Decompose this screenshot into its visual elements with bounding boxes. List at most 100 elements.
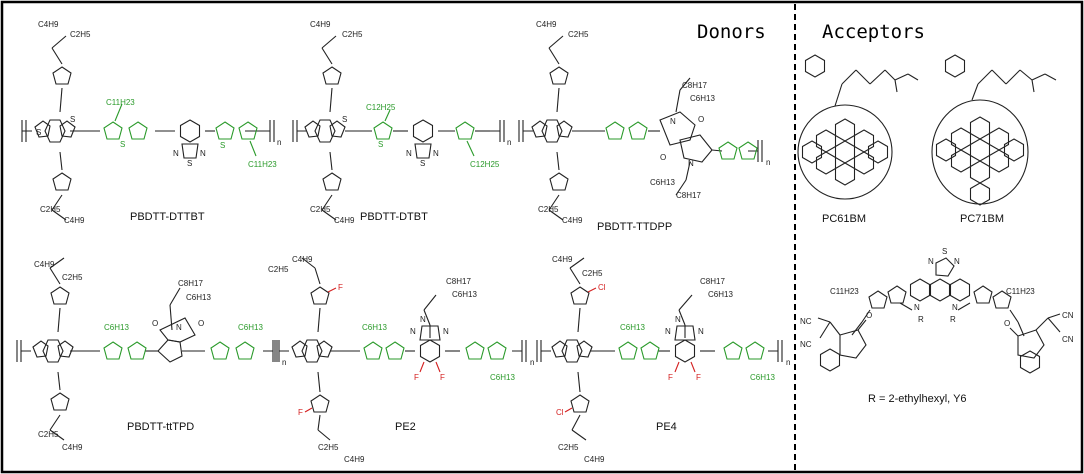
svg-text:C2H5: C2H5	[268, 265, 289, 274]
svg-text:C4H9: C4H9	[64, 216, 85, 225]
svg-text:n: n	[766, 158, 770, 167]
svg-text:n: n	[282, 358, 286, 367]
svg-text:N: N	[688, 159, 694, 168]
svg-text:C4H9: C4H9	[310, 20, 331, 29]
svg-text:F: F	[414, 373, 419, 382]
svg-text:C2H5: C2H5	[40, 205, 61, 214]
svg-text:C6H13: C6H13	[490, 373, 515, 382]
svg-text:N: N	[914, 303, 920, 312]
svg-text:C8H17: C8H17	[178, 279, 203, 288]
svg-text:C6H13: C6H13	[650, 178, 675, 187]
svg-text:C6H13: C6H13	[186, 293, 211, 302]
svg-text:C2H5: C2H5	[568, 30, 589, 39]
svg-text:C11H23: C11H23	[830, 287, 859, 296]
svg-text:C11H23: C11H23	[1006, 287, 1035, 296]
svg-text:O: O	[660, 153, 666, 162]
svg-text:C2H5: C2H5	[70, 30, 91, 39]
svg-text:C6H13: C6H13	[620, 323, 645, 332]
svg-text:C2H5: C2H5	[310, 205, 331, 214]
svg-text:C4H9: C4H9	[62, 443, 83, 452]
donor-pbdtt-tttpd: C4H9 C2H5 C8H17 C6H13 C6H13 C6H13 C2H5 C…	[16, 257, 286, 452]
acceptor-pc61bm: PC61BM	[797, 54, 919, 225]
svg-text:Cl: Cl	[556, 408, 564, 417]
donor-pbdtt-ttdpp: C4H9 C2H5 C8H17 C6H13 C6H13 C8H17 C2H5 C…	[518, 20, 770, 233]
svg-text:C6H13: C6H13	[362, 323, 387, 332]
svg-text:N: N	[406, 149, 412, 158]
svg-text:CN: CN	[1062, 311, 1074, 320]
donor-pbdtt-dtbt: C4H9 C2H5 C12H25 C12H25 C2H5 C4H9 S S N …	[292, 20, 511, 225]
svg-text:N: N	[433, 149, 439, 158]
svg-text:N: N	[410, 327, 416, 336]
svg-text:C4H9: C4H9	[292, 255, 313, 264]
svg-text:S: S	[220, 141, 225, 150]
svg-text:F: F	[298, 408, 303, 417]
svg-text:C4H9: C4H9	[536, 20, 557, 29]
caption-pbdtt-dtbt: PBDTT-DTBT	[360, 211, 428, 223]
svg-text:C6H13: C6H13	[104, 323, 129, 332]
svg-text:N: N	[420, 315, 426, 324]
svg-text:S: S	[36, 128, 41, 137]
svg-text:NC: NC	[800, 317, 812, 326]
svg-text:C4H9: C4H9	[334, 216, 355, 225]
svg-text:NC: NC	[800, 340, 812, 349]
svg-text:C11H23: C11H23	[248, 160, 277, 169]
svg-text:N: N	[200, 149, 206, 158]
svg-text:C2H5: C2H5	[318, 443, 339, 452]
svg-text:C4H9: C4H9	[38, 20, 59, 29]
acceptor-y6: C11H23 C11H23 NC CN NC CN R R N N O O S …	[800, 247, 1074, 405]
svg-text:C8H17: C8H17	[446, 277, 471, 286]
svg-text:C4H9: C4H9	[344, 455, 365, 464]
acceptor-pc71bm: PC71BM	[931, 54, 1057, 225]
donor-pe2: C4H9 C2H5 F C8H17 C6H13 C6H13 C6H13 F F …	[268, 255, 534, 464]
donors-heading: Donors	[697, 21, 766, 43]
svg-text:n: n	[507, 138, 511, 147]
svg-text:S: S	[378, 140, 383, 149]
svg-text:C12H25: C12H25	[366, 103, 396, 112]
svg-text:N: N	[665, 327, 671, 336]
svg-text:C8H17: C8H17	[700, 277, 725, 286]
svg-text:N: N	[928, 257, 934, 266]
svg-text:C6H13: C6H13	[238, 323, 263, 332]
svg-text:C2H5: C2H5	[538, 205, 559, 214]
svg-text:N: N	[670, 117, 676, 126]
svg-text:C2H5: C2H5	[62, 273, 83, 282]
svg-text:n: n	[530, 358, 534, 367]
svg-text:C2H5: C2H5	[558, 443, 579, 452]
svg-text:C4H9: C4H9	[34, 260, 55, 269]
svg-text:C6H13: C6H13	[708, 290, 733, 299]
svg-text:n: n	[277, 138, 281, 147]
caption-pe4: PE4	[656, 421, 677, 433]
donor-pe4: C4H9 C2H5 Cl C8H17 C6H13 C6H13 C6H13 F F…	[536, 255, 790, 464]
svg-text:N: N	[675, 315, 681, 324]
caption-pbdtt-dttbt: PBDTT-DTTBT	[130, 211, 205, 223]
caption-y6: R = 2-ethylhexyl, Y6	[868, 393, 967, 405]
svg-text:C4H9: C4H9	[552, 255, 573, 264]
svg-text:F: F	[696, 373, 701, 382]
svg-text:C12H25: C12H25	[470, 160, 500, 169]
svg-text:C2H5: C2H5	[342, 30, 363, 39]
caption-pbdtt-ttdpp: PBDTT-TTDPP	[597, 221, 672, 233]
svg-text:O: O	[698, 115, 704, 124]
svg-text:R: R	[950, 315, 956, 324]
svg-text:S: S	[942, 247, 947, 256]
svg-text:n: n	[786, 358, 790, 367]
svg-text:N: N	[952, 303, 958, 312]
svg-text:C2H5: C2H5	[38, 430, 59, 439]
svg-text:N: N	[954, 257, 960, 266]
svg-text:C6H13: C6H13	[750, 373, 775, 382]
svg-text:C11H23: C11H23	[106, 98, 135, 107]
svg-text:N: N	[173, 149, 179, 158]
svg-text:C2H5: C2H5	[582, 269, 603, 278]
caption-pc61bm: PC61BM	[822, 213, 866, 225]
svg-text:O: O	[866, 311, 872, 320]
svg-text:C8H17: C8H17	[682, 81, 707, 90]
svg-text:C4H9: C4H9	[562, 216, 583, 225]
caption-pc71bm: PC71BM	[960, 213, 1004, 225]
svg-text:Cl: Cl	[598, 283, 606, 292]
svg-text:F: F	[440, 373, 445, 382]
acceptors-heading: Acceptors	[822, 21, 925, 43]
svg-text:N: N	[176, 323, 182, 332]
svg-text:S: S	[70, 115, 75, 124]
